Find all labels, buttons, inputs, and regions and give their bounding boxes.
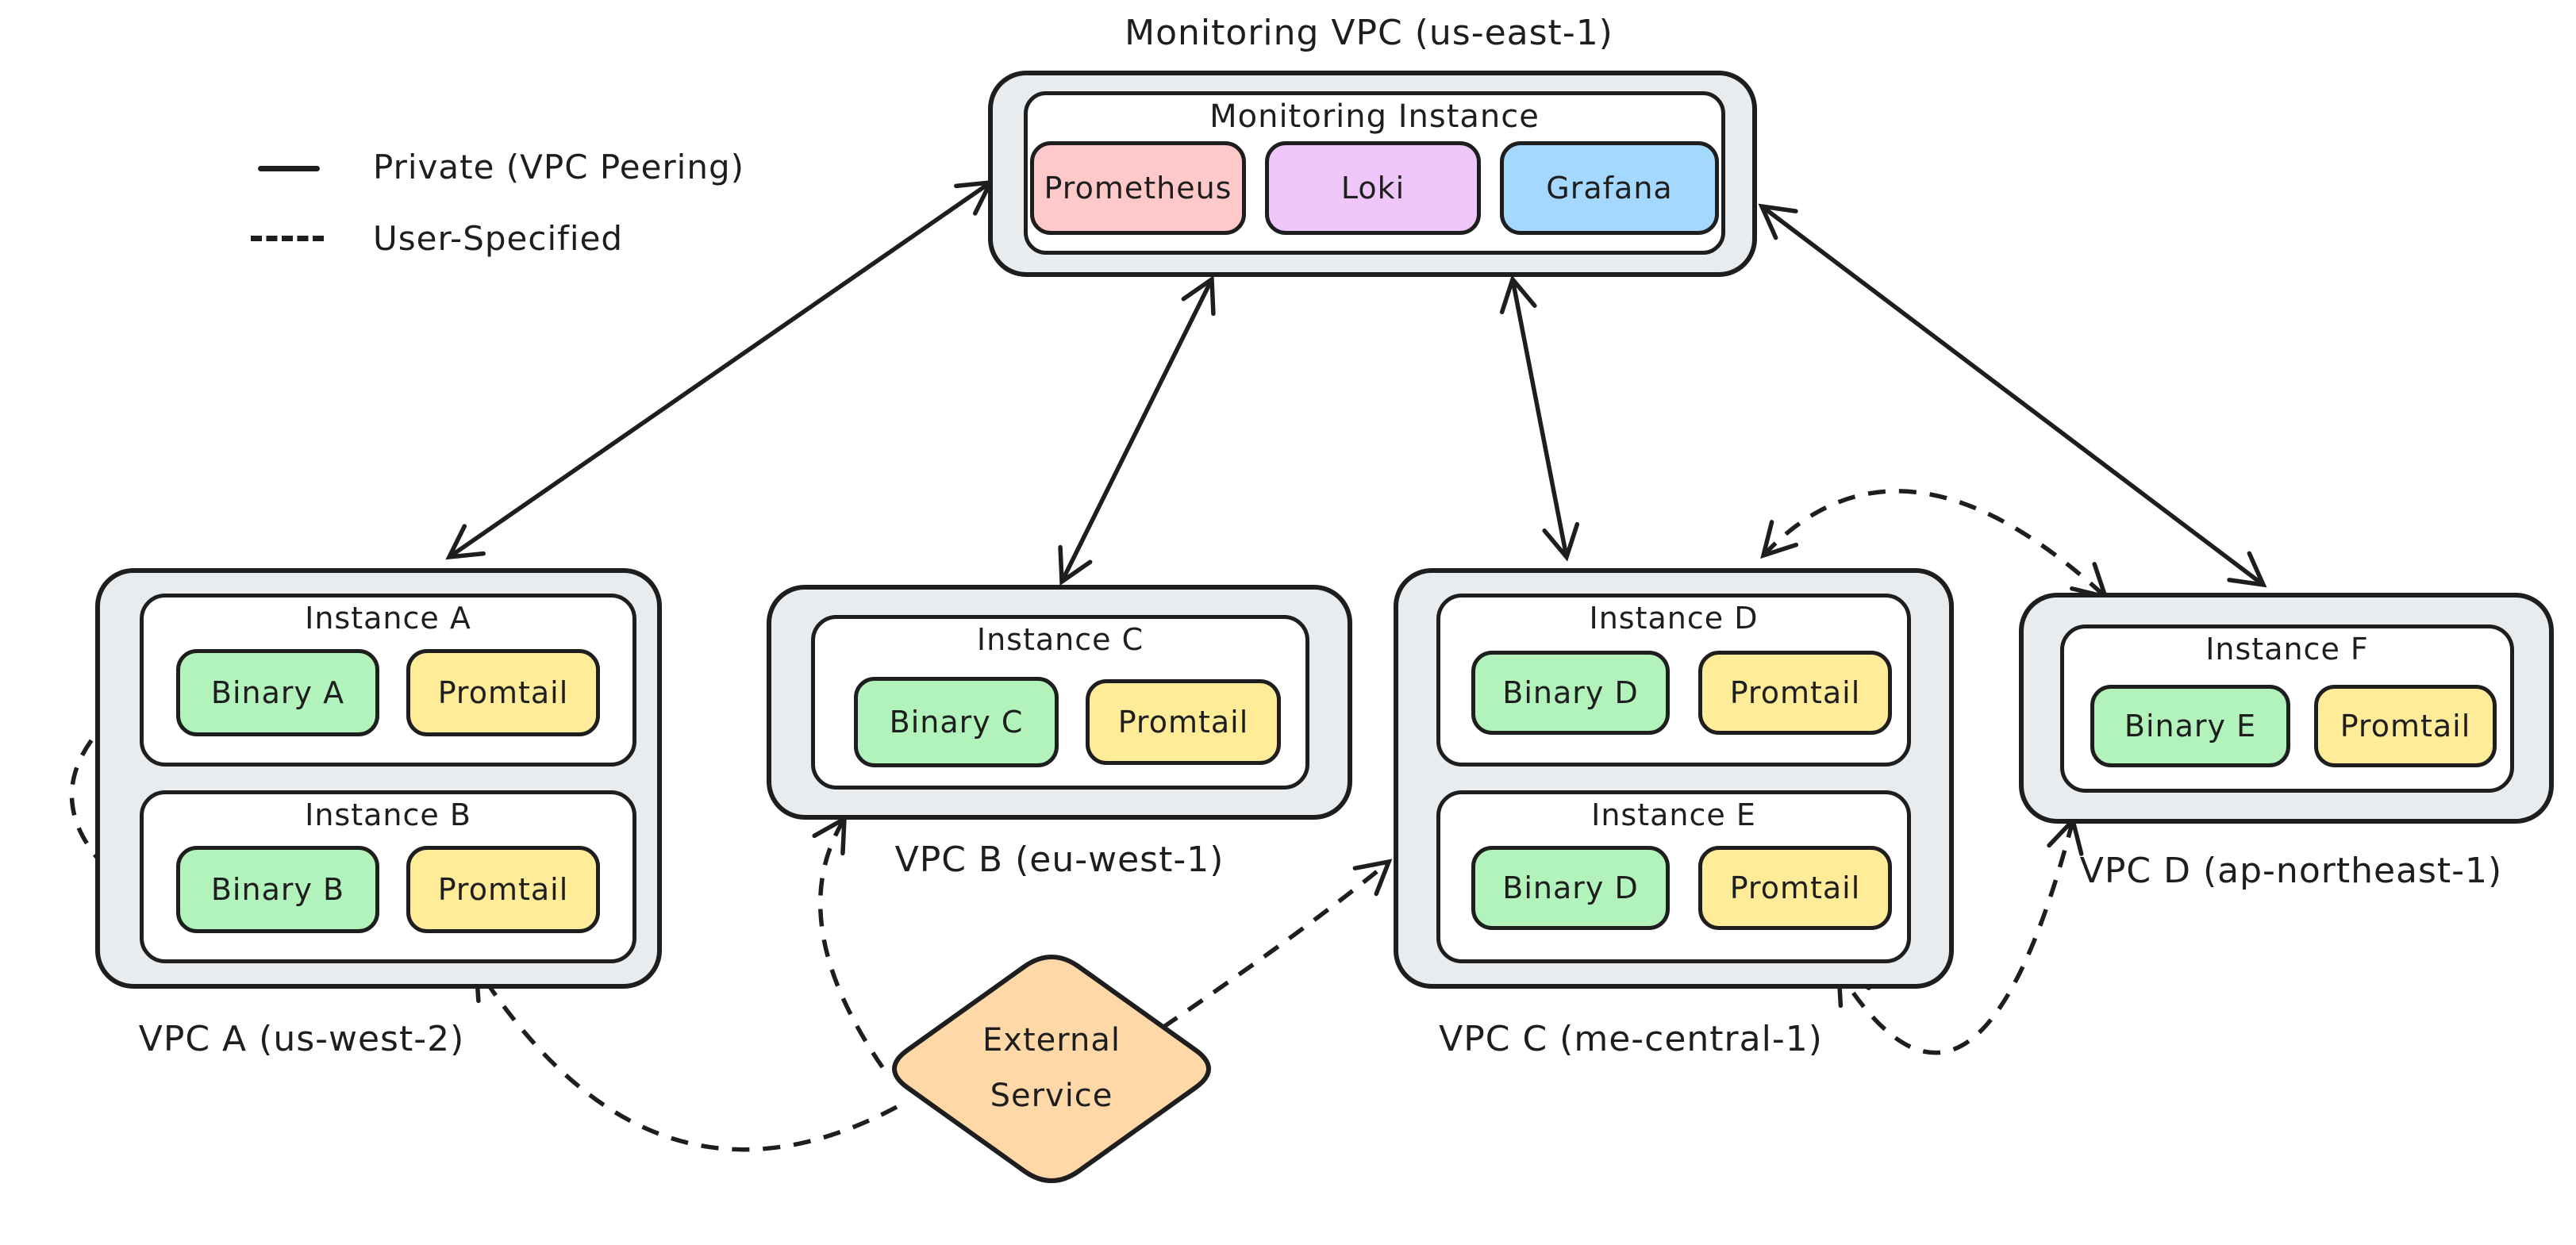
chip-promtail-a: Promtail xyxy=(406,649,600,736)
instance-e-label: Instance E xyxy=(1591,797,1756,832)
chip-promtail-b-label: Promtail xyxy=(437,872,569,907)
legend-private-label: Private (VPC Peering) xyxy=(373,148,745,186)
edge-external-instance-b xyxy=(473,963,898,1152)
external-service-line1: External xyxy=(982,1022,1121,1059)
instance-a-label: Instance A xyxy=(305,601,471,636)
chip-promtail-f: Promtail xyxy=(2314,685,2497,767)
chip-promtail-c-label: Promtail xyxy=(1117,705,1249,740)
monitoring-instance-label: Monitoring Instance xyxy=(1209,98,1540,135)
chip-binary-d-label: Binary D xyxy=(1502,675,1639,710)
edge-monitoring-vpc-d xyxy=(1758,203,2267,588)
chip-binary-d2: Binary D xyxy=(1471,846,1670,930)
chip-loki-label: Loki xyxy=(1340,171,1405,206)
edge-monitoring-vpc-b xyxy=(1058,275,1216,586)
edge-monitoring-vpc-c xyxy=(1499,275,1580,562)
chip-promtail-e-label: Promtail xyxy=(1729,870,1861,905)
legend-user-specified-label: User-Specified xyxy=(373,219,624,258)
external-service-diamond xyxy=(892,955,1211,1183)
chip-binary-d: Binary D xyxy=(1471,651,1670,735)
instance-f-label: Instance F xyxy=(2205,632,2369,667)
chip-grafana: Grafana xyxy=(1500,141,1719,235)
chip-promtail-a-label: Promtail xyxy=(437,675,569,710)
chip-binary-c: Binary C xyxy=(854,677,1059,767)
instance-c-label: Instance C xyxy=(976,622,1144,657)
chip-grafana-label: Grafana xyxy=(1546,171,1673,206)
chip-loki: Loki xyxy=(1265,141,1481,235)
chip-binary-a: Binary A xyxy=(176,649,379,736)
instance-b-label: Instance B xyxy=(305,797,471,832)
chip-prometheus-label: Prometheus xyxy=(1044,171,1232,206)
chip-promtail-f-label: Promtail xyxy=(2340,709,2471,744)
chip-binary-e-label: Binary E xyxy=(2124,709,2257,744)
chip-binary-e: Binary E xyxy=(2090,685,2290,767)
chip-binary-b-label: Binary B xyxy=(210,872,345,907)
chip-promtail-e: Promtail xyxy=(1698,846,1892,930)
legend-solid-line-swatch xyxy=(258,166,320,171)
chip-binary-a-label: Binary A xyxy=(210,675,345,710)
vpc-c-label: VPC C (me-central-1) xyxy=(1439,1019,1823,1059)
vpc-d-label: VPC D (ap-northeast-1) xyxy=(2079,851,2503,891)
chip-prometheus: Prometheus xyxy=(1030,141,1246,235)
chip-promtail-b: Promtail xyxy=(406,846,600,933)
edge-external-instance-e xyxy=(1161,859,1393,1030)
chip-promtail-c: Promtail xyxy=(1086,679,1281,765)
instance-d-label: Instance D xyxy=(1589,601,1759,636)
chip-promtail-d-label: Promtail xyxy=(1729,675,1861,710)
monitoring-vpc-label: Monitoring VPC (us-east-1) xyxy=(1125,13,1613,53)
vpc-b-label: VPC B (eu-west-1) xyxy=(894,840,1225,880)
chip-binary-b: Binary B xyxy=(176,846,379,933)
chip-promtail-d: Promtail xyxy=(1698,651,1892,735)
chip-binary-c-label: Binary C xyxy=(889,705,1024,740)
external-service-line2: Service xyxy=(990,1078,1113,1114)
legend-dashed-line-swatch xyxy=(251,236,324,241)
vpc-a-label: VPC A (us-west-2) xyxy=(138,1019,465,1059)
chip-binary-d2-label: Binary D xyxy=(1502,870,1639,905)
